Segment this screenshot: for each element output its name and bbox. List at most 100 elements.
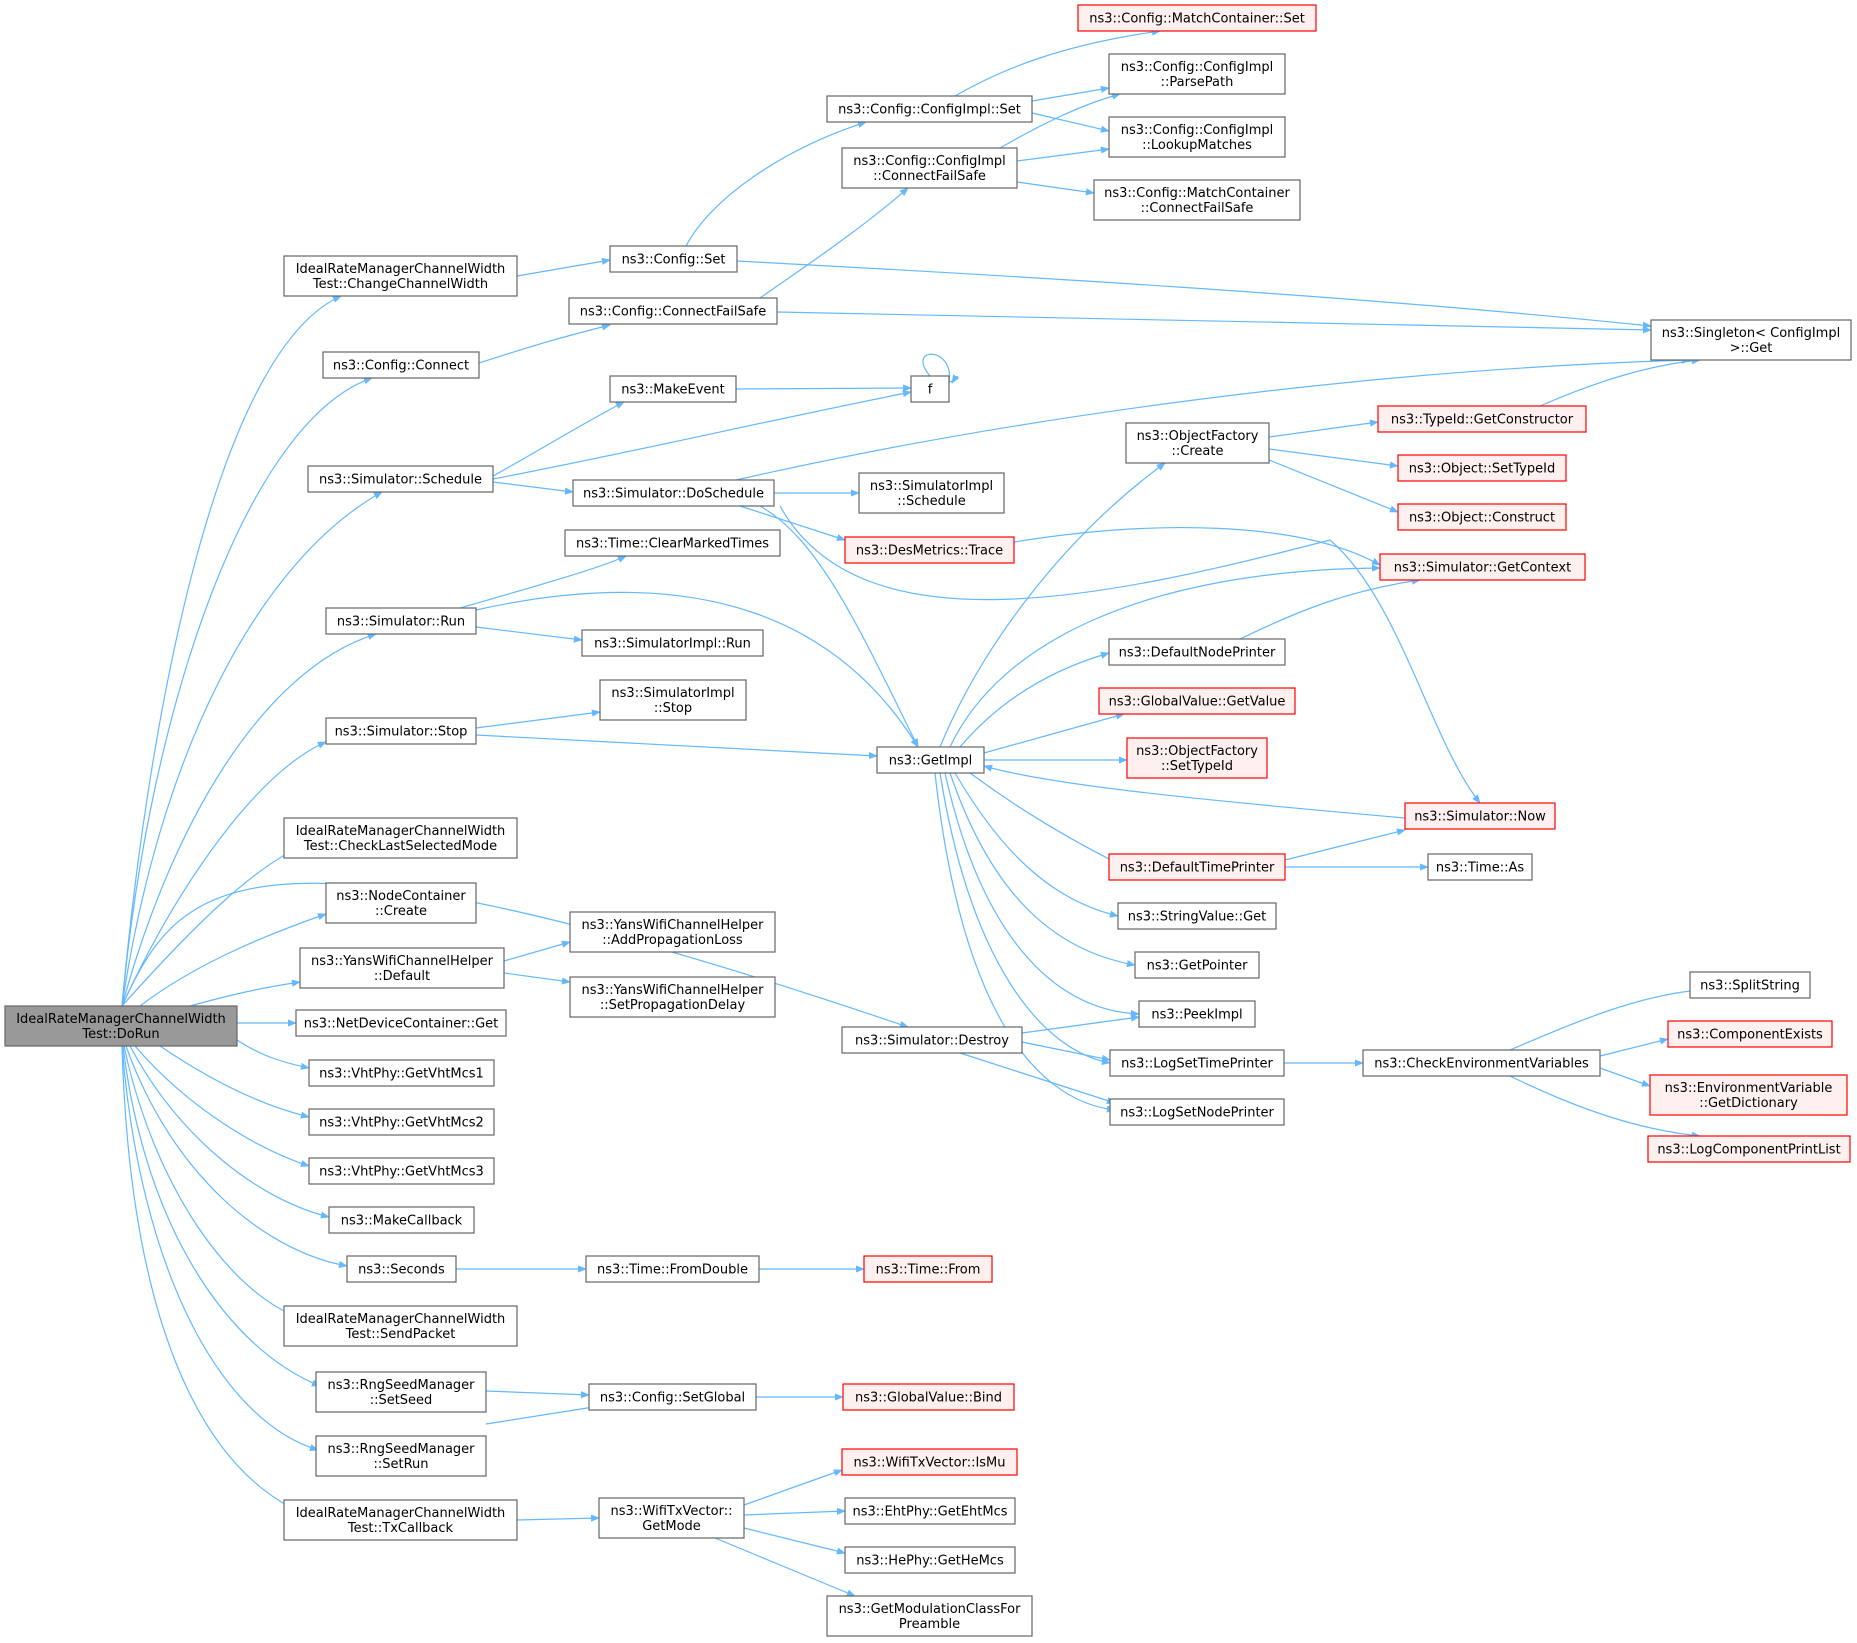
function-node-defnodeprinter[interactable]: ns3::DefaultNodePrinter: [1108, 638, 1286, 666]
function-node-objfsettypeid[interactable]: ns3::ObjectFactory::SetTypeId: [1126, 737, 1268, 779]
function-node-gethemcs[interactable]: ns3::HePhy::GetHeMcs: [844, 1546, 1016, 1574]
function-node-getmode[interactable]: ns3::WifiTxVector::GetMode: [598, 1497, 745, 1539]
function-node-simimplstop[interactable]: ns3::SimulatorImpl::Stop: [599, 679, 747, 721]
function-node-simimplschedule[interactable]: ns3::SimulatorImpl::Schedule: [858, 472, 1005, 514]
node-box: [844, 1546, 1016, 1574]
function-node-makecallback[interactable]: ns3::MakeCallback: [328, 1206, 475, 1234]
function-node-setrun[interactable]: ns3::RngSeedManager::SetRun: [315, 1435, 487, 1477]
function-node-vht2[interactable]: ns3::VhtPhy::GetVhtMcs2: [308, 1108, 495, 1136]
call-edge-to-singletonget: [736, 260, 1652, 329]
call-edge-to-gvgetvalue: [983, 712, 1125, 754]
function-node-logcompprint[interactable]: ns3::LogComponentPrintList: [1647, 1135, 1851, 1163]
function-node-vht3[interactable]: ns3::VhtPhy::GetVhtMcs3: [308, 1157, 495, 1185]
function-node-strvalget[interactable]: ns3::StringValue::Get: [1117, 902, 1277, 930]
function-node-desmetrics[interactable]: ns3::DesMetrics::Trace: [844, 536, 1015, 564]
function-node-simdestroy[interactable]: ns3::Simulator::Destroy: [841, 1026, 1023, 1054]
node-label: ns3::VhtPhy::GetVhtMcs1: [319, 1067, 484, 1082]
call-edge-to-logcompprint: [1509, 1075, 1701, 1139]
node-label: ns3::RngSeedManager: [327, 1442, 475, 1457]
function-node-parsepath[interactable]: ns3::Config::ConfigImpl::ParsePath: [1108, 53, 1286, 95]
function-node-getpointer[interactable]: ns3::GetPointer: [1134, 951, 1260, 979]
node-label: ns3::Time::From: [876, 1263, 981, 1278]
function-node-timeas[interactable]: ns3::Time::As: [1427, 853, 1533, 881]
node-box: [1647, 1135, 1851, 1163]
node-label: ns3::Singleton< ConfigImpl: [1662, 326, 1840, 341]
function-node-timefrom[interactable]: ns3::Time::From: [863, 1255, 993, 1283]
function-node-simrun[interactable]: ns3::Simulator::Run: [325, 607, 477, 635]
function-node-deftimeprinter[interactable]: ns3::DefaultTimePrinter: [1108, 853, 1286, 881]
function-node-gvgetvalue[interactable]: ns3::GlobalValue::GetValue: [1098, 687, 1296, 715]
function-node-vht1[interactable]: ns3::VhtPhy::GetVhtMcs1: [308, 1059, 495, 1087]
node-label: ns3::Simulator::Run: [337, 615, 465, 630]
function-node-setseed[interactable]: ns3::RngSeedManager::SetSeed: [315, 1371, 487, 1413]
function-node-setglobal[interactable]: ns3::Config::SetGlobal: [588, 1383, 757, 1411]
function-node-nodecreate[interactable]: ns3::NodeContainer::Create: [325, 882, 477, 924]
call-edge-to-sendpacket: [123, 1045, 296, 1317]
function-node-getehtmcs[interactable]: ns3::EhtPhy::GetEhtMcs: [844, 1497, 1016, 1525]
call-arrow: [759, 505, 919, 748]
function-node-changechw[interactable]: IdealRateManagerChannelWidthTest::Change…: [283, 255, 518, 297]
function-node-seconds[interactable]: ns3::Seconds: [346, 1255, 457, 1283]
function-node-mcconnectfs[interactable]: ns3::Config::MatchContainer::ConnectFail…: [1093, 179, 1301, 221]
function-node-compexists[interactable]: ns3::ComponentExists: [1667, 1020, 1833, 1048]
function-node-gvbind[interactable]: ns3::GlobalValue::Bind: [842, 1383, 1015, 1411]
function-node-sendpacket[interactable]: IdealRateManagerChannelWidthTest::SendPa…: [283, 1305, 518, 1347]
function-node-ismu[interactable]: ns3::WifiTxVector::IsMu: [841, 1448, 1018, 1476]
node-label: ns3::ObjectFactory: [1136, 744, 1258, 759]
call-edge-to-peekimpl: [1021, 1014, 1140, 1034]
call-arrow: [939, 772, 1111, 1066]
function-node-lookupmatches[interactable]: ns3::Config::ConfigImpl::LookupMatches: [1108, 116, 1286, 158]
node-box: [295, 1009, 507, 1037]
call-arrow: [503, 940, 571, 962]
function-node-simschedule[interactable]: ns3::Simulator::Schedule: [307, 465, 494, 493]
node-box: [842, 1383, 1015, 1411]
function-node-objfcreate[interactable]: ns3::ObjectFactory::Create: [1125, 422, 1270, 464]
function-node-getconstructor[interactable]: ns3::TypeId::GetConstructor: [1377, 405, 1587, 433]
function-node-simnow[interactable]: ns3::Simulator::Now: [1404, 802, 1556, 830]
function-node-f[interactable]: f: [910, 375, 950, 403]
function-node-singletonget[interactable]: ns3::Singleton< ConfigImpl >::Get: [1650, 319, 1852, 361]
node-label: ns3::GlobalValue::GetValue: [1109, 695, 1286, 710]
call-edge-to-desmetrics: [739, 505, 846, 541]
function-node-netdevget[interactable]: ns3::NetDeviceContainer::Get: [295, 1009, 507, 1037]
function-node-makeevent[interactable]: ns3::MakeEvent: [609, 375, 737, 403]
function-node-envgetdict[interactable]: ns3::EnvironmentVariable::GetDictionary: [1649, 1074, 1848, 1116]
function-node-simimplrun[interactable]: ns3::SimulatorImpl::Run: [581, 629, 764, 657]
function-node-logsetnode[interactable]: ns3::LogSetNodePrinter: [1109, 1098, 1285, 1126]
call-arrow: [121, 377, 373, 1007]
call-edge-to-simdestroy: [121, 882, 909, 1028]
function-node-txcallback[interactable]: IdealRateManagerChannelWidthTest::TxCall…: [283, 1499, 518, 1541]
function-node-splitstring[interactable]: ns3::SplitString: [1689, 971, 1811, 999]
function-node-addproploss[interactable]: ns3::YansWifiChannelHelper::AddPropagati…: [569, 911, 776, 953]
function-node-peekimpl[interactable]: ns3::PeekImpl: [1138, 1000, 1256, 1028]
function-node-clearmarked[interactable]: ns3::Time::ClearMarkedTimes: [564, 529, 781, 557]
call-arrow: [954, 772, 1119, 918]
function-node-cfgset[interactable]: ns3::Config::Set: [609, 245, 738, 273]
function-node-getcontext[interactable]: ns3::Simulator::GetContext: [1379, 553, 1586, 581]
node-label: IdealRateManagerChannelWidth: [296, 262, 506, 277]
function-node-yansdefault[interactable]: ns3::YansWifiChannelHelper::Default: [299, 947, 505, 989]
function-node-implconnectfs[interactable]: ns3::Config::ConfigImpl::ConnectFailSafe: [841, 147, 1018, 189]
function-node-simdoschedule[interactable]: ns3::Simulator::DoSchedule: [572, 479, 775, 507]
function-node-checklast[interactable]: IdealRateManagerChannelWidthTest::CheckL…: [283, 817, 518, 859]
node-box: [322, 351, 480, 379]
function-node-objconstruct[interactable]: ns3::Object::Construct: [1397, 503, 1567, 531]
function-node-implset[interactable]: ns3::Config::ConfigImpl::Set: [826, 95, 1033, 123]
function-node-setpropdelay[interactable]: ns3::YansWifiChannelHelper::SetPropagati…: [569, 976, 776, 1018]
call-arrow: [1016, 146, 1110, 162]
function-node-objsettypeid[interactable]: ns3::Object::SetTypeId: [1397, 454, 1567, 482]
call-edge-to-simnow: [779, 505, 1481, 804]
function-node-cfgconnect[interactable]: ns3::Config::Connect: [322, 351, 480, 379]
function-node-getimpl[interactable]: ns3::GetImpl: [876, 746, 985, 774]
function-node-fromdouble[interactable]: ns3::Time::FromDouble: [585, 1255, 760, 1283]
call-arrow: [1021, 1014, 1140, 1034]
node-label: ns3::Simulator::Stop: [335, 725, 468, 740]
function-node-logsettime[interactable]: ns3::LogSetTimePrinter: [1109, 1049, 1285, 1077]
function-node-mcset[interactable]: ns3::Config::MatchContainer::Set: [1077, 4, 1317, 32]
call-arrow: [735, 356, 1691, 481]
function-node-simstop[interactable]: ns3::Simulator::Stop: [325, 717, 477, 745]
function-node-checkenv[interactable]: ns3::CheckEnvironmentVariables: [1362, 1049, 1601, 1077]
function-node-cfgconnectfs[interactable]: ns3::Config::ConnectFailSafe: [568, 297, 778, 325]
node-label: ns3::HePhy::GetHeMcs: [856, 1554, 1004, 1569]
